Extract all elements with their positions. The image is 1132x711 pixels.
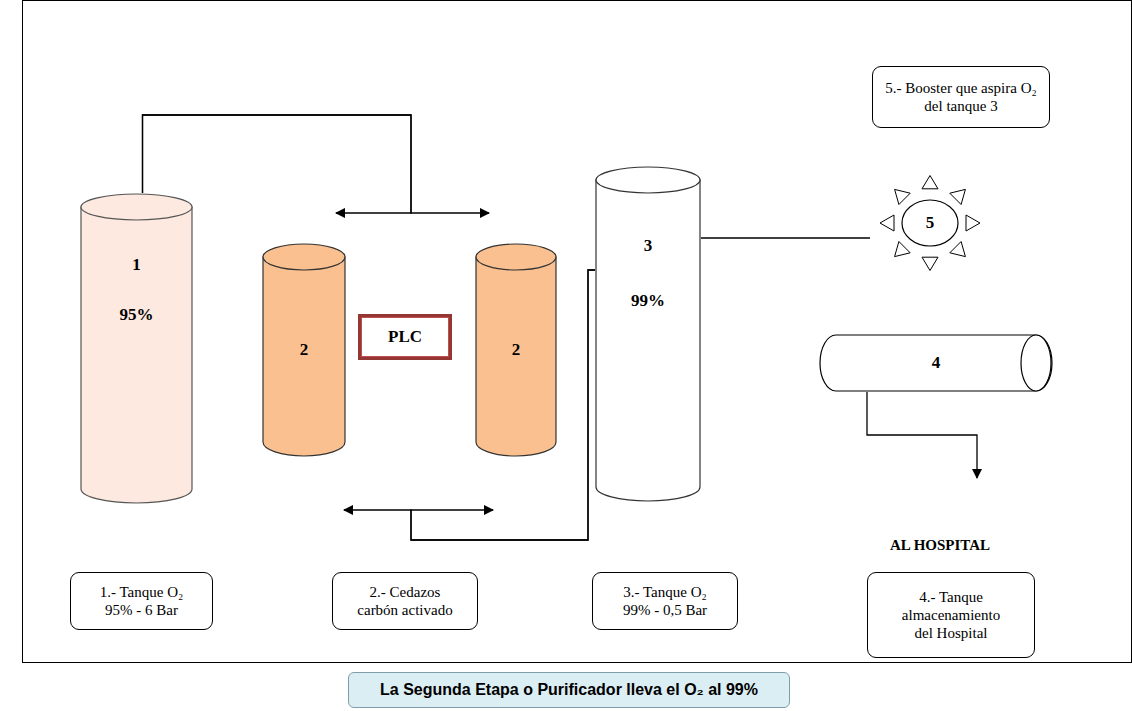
oxygen-tank: 3 99% xyxy=(595,166,701,501)
caption-band: La Segunda Etapa o Purificador lleva el … xyxy=(348,672,790,708)
plc-box: PLC xyxy=(358,314,452,360)
caption-text: 2.- Cedazos carbón activado xyxy=(349,583,461,619)
caption-box: 4.- Tanque almacenamiento del Hospital xyxy=(867,572,1035,658)
callout-number: 3 xyxy=(644,236,653,256)
sieve-cylinder: 2 xyxy=(262,243,346,456)
storage-tank: 4 xyxy=(820,334,1052,392)
plc-label: PLC xyxy=(388,327,422,347)
caption-text: 1.- Tanque O₂ 95% - 6 Bar xyxy=(93,583,190,619)
destination-label: AL HOSPITAL xyxy=(875,537,1005,554)
box-text-wrap: 2.- Cedazos carbón activado xyxy=(349,583,461,619)
callout-number: 2 xyxy=(512,340,521,360)
oxygen-tank: 1 95% xyxy=(80,193,193,503)
callout-number: 95% xyxy=(120,305,154,325)
oxygen-tank-outline xyxy=(595,166,701,501)
caption-text: 4.- Tanque almacenamiento del Hospital xyxy=(892,588,1010,642)
flow-connector xyxy=(143,115,490,213)
box-text-wrap: 3.- Tanque O₂ 99% - 0,5 Bar xyxy=(615,583,715,619)
callout-number: 5 xyxy=(926,213,935,233)
caption-box: 1.- Tanque O₂ 95% - 6 Bar xyxy=(70,572,213,630)
flow-connector xyxy=(143,115,412,213)
flow-connector xyxy=(701,237,870,238)
callout-box: 5.- Booster que aspira O₂ del tanque 3 xyxy=(872,66,1050,128)
sieve-cylinder: 2 xyxy=(475,243,557,456)
oxygen-tank-outline xyxy=(80,193,193,503)
booster-symbol: 5 xyxy=(870,168,990,278)
callout-number: 1 xyxy=(132,255,141,275)
box-text-wrap: 5.- Booster que aspira O₂ del tanque 3 xyxy=(883,79,1039,115)
hospital-feed-line xyxy=(867,392,977,478)
caption-box: 3.- Tanque O₂ 99% - 0,5 Bar xyxy=(592,572,738,630)
outer-frame xyxy=(23,1,1132,663)
box-text-wrap: 1.- Tanque O₂ 95% - 6 Bar xyxy=(93,583,190,619)
flow-connector xyxy=(344,270,595,540)
callout-number: 4 xyxy=(932,353,941,373)
callout-number: 99% xyxy=(631,291,665,311)
caption-text: 3.- Tanque O₂ 99% - 0,5 Bar xyxy=(615,583,715,619)
box-text-wrap: 4.- Tanque almacenamiento del Hospital xyxy=(892,588,1010,642)
callout-number: 2 xyxy=(300,340,309,360)
caption-text: 5.- Booster que aspira O₂ del tanque 3 xyxy=(883,79,1039,115)
caption-box: 2.- Cedazos carbón activado xyxy=(332,572,478,630)
